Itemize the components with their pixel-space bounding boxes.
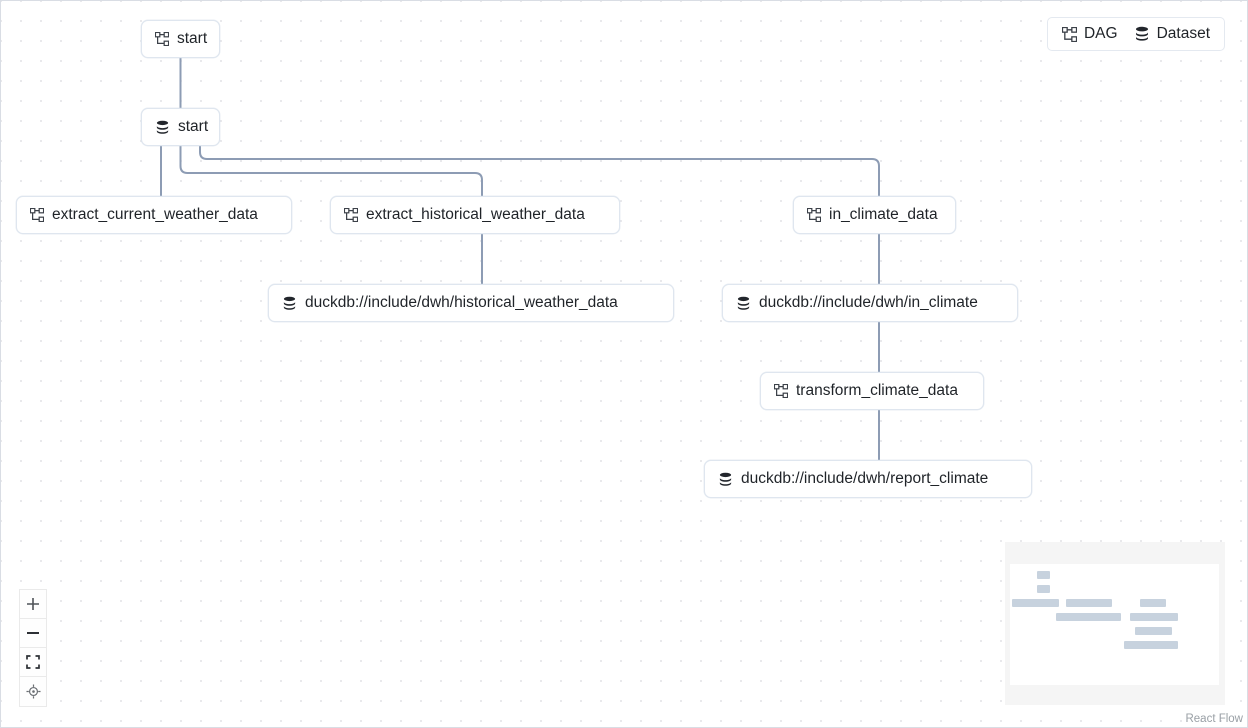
graph-node-label: in_climate_data <box>829 206 938 224</box>
dataset-icon <box>155 120 170 135</box>
minimap-node <box>1130 613 1178 621</box>
dag-icon <box>1061 26 1077 42</box>
graph-node-ds-historical[interactable]: duckdb://include/dwh/historical_weather_… <box>268 284 674 322</box>
graph-node-label: duckdb://include/dwh/in_climate <box>759 294 978 312</box>
legend-item-dataset[interactable]: Dataset <box>1134 25 1210 43</box>
minimap-node <box>1135 627 1172 635</box>
minimap-node <box>1037 585 1050 593</box>
legend-panel: DAG Dataset <box>1046 17 1225 51</box>
graph-node-label: extract_current_weather_data <box>52 206 258 224</box>
toggle-lock-button[interactable] <box>20 677 46 706</box>
fit-view-button[interactable] <box>20 648 46 677</box>
minimap-node <box>1037 571 1050 579</box>
graph-node-label: start <box>177 30 208 48</box>
edge <box>199 146 880 196</box>
graph-node-label: duckdb://include/dwh/report_climate <box>741 470 989 488</box>
minimap-node <box>1140 599 1166 607</box>
dag-icon <box>155 32 169 46</box>
flow-controls <box>19 589 47 707</box>
dataset-icon <box>718 472 733 487</box>
edge <box>179 146 483 196</box>
minimap-node <box>1012 599 1059 607</box>
dag-icon <box>774 384 788 398</box>
fit-view-icon <box>26 655 40 669</box>
graph-node-label: transform_climate_data <box>796 382 958 400</box>
dataset-icon <box>282 296 297 311</box>
zoom-in-button[interactable] <box>20 590 46 619</box>
legend-label-dataset: Dataset <box>1156 25 1210 42</box>
graph-node-extract-historical[interactable]: extract_historical_weather_data <box>330 196 620 234</box>
graph-node-ds-report-climate[interactable]: duckdb://include/dwh/report_climate <box>704 460 1032 498</box>
zoom-out-button[interactable] <box>20 619 46 648</box>
graph-node-transform-climate[interactable]: transform_climate_data <box>760 372 984 410</box>
graph-node-start-dataset[interactable]: start <box>141 108 220 146</box>
minimap-node <box>1124 641 1178 649</box>
dataset-icon <box>736 296 751 311</box>
graph-node-label: extract_historical_weather_data <box>366 206 585 224</box>
graph-node-label: duckdb://include/dwh/historical_weather_… <box>305 294 618 312</box>
graph-node-extract-current[interactable]: extract_current_weather_data <box>16 196 292 234</box>
plus-icon <box>26 597 40 611</box>
legend-item-dag[interactable]: DAG <box>1061 25 1118 43</box>
minimap-viewport[interactable] <box>1010 564 1219 685</box>
graph-node-ds-in-climate[interactable]: duckdb://include/dwh/in_climate <box>722 284 1018 322</box>
minimap[interactable] <box>1005 542 1225 705</box>
dataset-icon <box>1134 26 1150 42</box>
graph-node-label: start <box>178 118 209 136</box>
graph-node-start-dag[interactable]: start <box>141 20 220 58</box>
dag-icon <box>30 208 44 222</box>
graph-node-in-climate-data[interactable]: in_climate_data <box>793 196 956 234</box>
minimap-node <box>1056 613 1121 621</box>
minus-icon <box>26 626 40 640</box>
minimap-node <box>1066 599 1112 607</box>
react-flow-attribution[interactable]: React Flow <box>1185 713 1243 725</box>
crosshair-icon <box>25 684 41 699</box>
dag-icon <box>344 208 358 222</box>
legend-label-dag: DAG <box>1083 25 1118 42</box>
dag-icon <box>807 208 821 222</box>
